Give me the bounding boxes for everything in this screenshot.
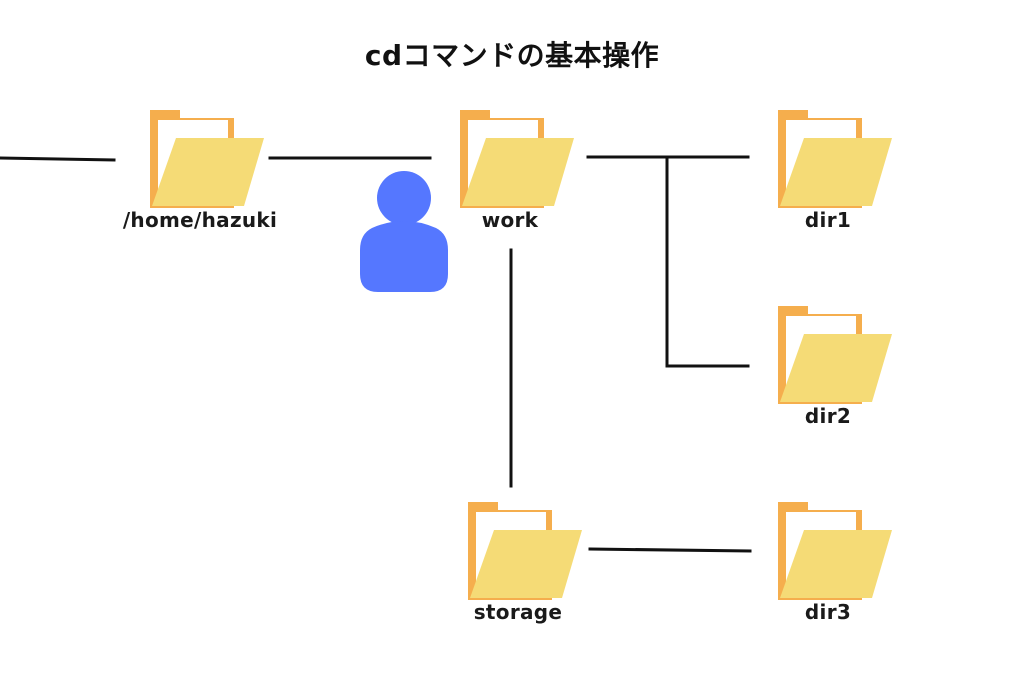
folder-label: dir2 xyxy=(804,404,852,428)
folder-icon xyxy=(778,502,892,600)
folder-label: dir3 xyxy=(804,600,852,624)
folder-label: dir1 xyxy=(804,208,852,232)
folder-label: work xyxy=(481,208,539,232)
folder-home-hazuki[interactable]: /home/hazuki xyxy=(120,108,280,238)
user-icon xyxy=(360,171,448,292)
line-storage-to-dir3 xyxy=(588,547,752,553)
folder-icon xyxy=(468,502,582,600)
diagram-title: cdコマンドの基本操作 xyxy=(364,39,660,72)
folder-icon xyxy=(460,110,574,208)
line-left-to-home xyxy=(0,156,116,162)
folder-label: storage xyxy=(473,600,563,624)
folder-dir3[interactable]: dir3 xyxy=(748,500,908,630)
folder-label: /home/hazuki xyxy=(122,208,278,232)
folder-icon xyxy=(778,306,892,404)
folder-dir2[interactable]: dir2 xyxy=(748,304,908,434)
folder-work[interactable]: work xyxy=(430,108,590,238)
folder-icon xyxy=(150,110,264,208)
folder-icon xyxy=(778,110,892,208)
folder-storage[interactable]: storage xyxy=(438,500,598,630)
folder-dir1[interactable]: dir1 xyxy=(748,108,908,238)
